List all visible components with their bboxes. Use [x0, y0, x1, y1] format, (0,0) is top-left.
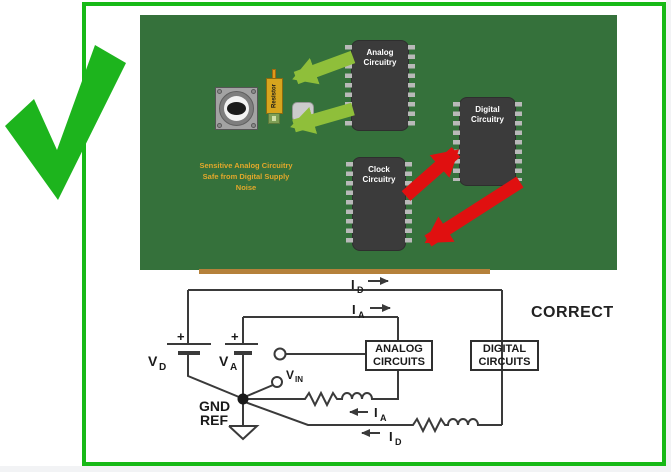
speaker-component [215, 87, 258, 130]
gnd-label: GND [199, 398, 230, 414]
screw-icon [217, 89, 222, 94]
chip-analog-circuitry: Analog Circuitry [345, 41, 415, 130]
vin-label: V [286, 368, 294, 382]
resistor-pad-mark [272, 116, 276, 121]
pcb-edge-shadow [199, 269, 490, 274]
pcb-caption: Sensitive Analog Circuitry Safe from Dig… [176, 160, 316, 193]
id-top-label: I [351, 277, 355, 292]
vd-label: V [148, 353, 158, 369]
gnd-star-node [237, 393, 249, 405]
pcb-caption-line3: Noise [235, 183, 257, 192]
id-return-label: I [389, 429, 393, 444]
analog-circuits-box: ANALOG CIRCUITS [365, 340, 433, 371]
schematic-wires [167, 277, 503, 441]
speaker-ring [219, 91, 254, 126]
chip-pins [345, 45, 352, 126]
speaker-cone [224, 96, 249, 121]
chip-pins [515, 102, 522, 181]
va-label: V [219, 353, 229, 369]
terminal-circle [273, 347, 287, 361]
analog-box-line1: ANALOG [375, 343, 423, 355]
pcb-board: Resistor Analog Circuitry Digital Circui… [140, 15, 617, 270]
ia-top-label: I [352, 302, 356, 317]
chip-pins [346, 162, 353, 246]
noise-arrows [401, 147, 524, 247]
chip-pins [453, 102, 460, 181]
analog-box-line2: CIRCUITS [373, 356, 425, 368]
id-top-sub: D [357, 285, 364, 295]
ia-return-label: I [374, 405, 378, 420]
figure-green-frame [82, 2, 666, 466]
id-return-sub: D [395, 437, 402, 447]
page-edge-bottom [0, 466, 671, 472]
plus-label: + [231, 329, 239, 344]
chip-label-line2: Circuitry [362, 174, 396, 184]
ia-top-sub: A [358, 310, 365, 320]
chip-digital-circuitry: Digital Circuitry [453, 98, 522, 185]
digital-box-line1: DIGITAL [482, 343, 527, 355]
chip-label-line2: Circuitry [471, 114, 504, 124]
chip-label-line1: Analog [366, 48, 394, 57]
speaker-core [227, 102, 246, 115]
pcb-caption-line1: Sensitive Analog Circuitry [199, 161, 293, 170]
verdict-label: CORRECT [531, 304, 614, 321]
chip-pins [408, 45, 415, 126]
vin-sub: IN [295, 375, 303, 384]
digital-box-line2: CIRCUITS [478, 356, 531, 368]
chip-clock-circuitry: Clock Circuitry [346, 158, 412, 250]
ia-return-sub: A [380, 413, 387, 423]
screw-icon [251, 123, 256, 128]
chip-label: Digital Circuitry [460, 98, 515, 124]
chip-label-line1: Digital [475, 105, 500, 114]
chip-label-line1: Clock [368, 165, 390, 174]
safe-arrows [290, 50, 356, 134]
screw-icon [217, 123, 222, 128]
resistor-pad [268, 113, 280, 124]
page-edge-right [666, 0, 671, 472]
chip-pins [405, 162, 412, 246]
ref-label: REF [200, 412, 228, 428]
checkmark-icon [5, 45, 126, 200]
plus-label: + [177, 329, 185, 344]
chip-label: Analog Circuitry [352, 41, 408, 67]
vin-terminal-circle [271, 376, 283, 388]
schematic-labels: + + I D I A V D V A V IN GND REF I A I D [148, 277, 402, 447]
chip-label-line2: Circuitry [363, 57, 397, 67]
vd-sub: D [159, 362, 166, 373]
pcb-caption-line2: Safe from Digital Supply [202, 172, 290, 181]
screw-icon [251, 89, 256, 94]
chip-label: Clock Circuitry [353, 158, 405, 184]
digital-circuits-box: DIGITAL CIRCUITS [470, 340, 539, 371]
va-sub: A [230, 362, 237, 373]
